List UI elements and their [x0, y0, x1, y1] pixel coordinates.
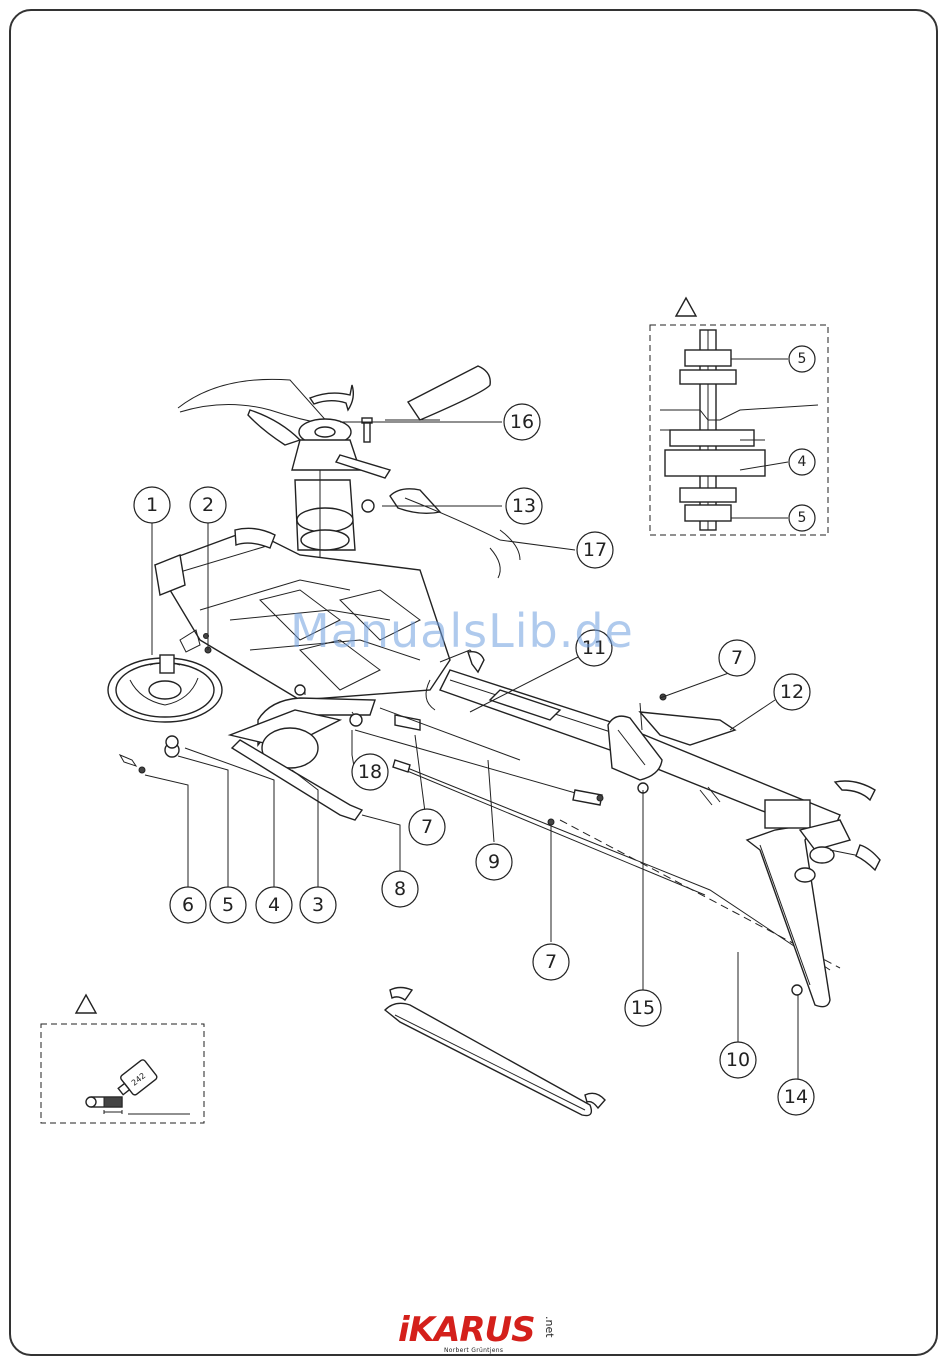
warning-triangle-icon [676, 298, 696, 316]
svg-text:7: 7 [731, 647, 743, 669]
svg-text:3: 3 [312, 894, 324, 916]
screw-7-lower [548, 819, 554, 825]
callout-9: 9 [476, 844, 512, 880]
warning-triangle-icon [76, 995, 96, 1013]
blade-holder-tool [385, 988, 605, 1116]
callout-2: 2 [190, 487, 226, 523]
svg-text:17: 17 [583, 539, 607, 561]
blade-holder-arrow-left-icon [390, 988, 412, 1001]
callout-12: 12 [774, 674, 810, 710]
callout-1: 1 [134, 487, 170, 523]
svg-text:1: 1 [146, 494, 158, 516]
callout-4: 4 [256, 887, 292, 923]
brand-logo[interactable]: iKARUS .net Norbert Grüntjens [398, 1310, 568, 1360]
inset-callout-5-top: 5 [789, 346, 815, 372]
tail-rotation-arrow-icon [835, 781, 875, 800]
rotation-arrow-icon [310, 385, 353, 410]
blade-grip-left [248, 410, 300, 445]
svg-text:5: 5 [798, 510, 807, 526]
callout-10: 10 [720, 1042, 756, 1078]
svg-text:16: 16 [510, 411, 534, 433]
callout-18: 18 [352, 754, 388, 790]
callout-14: 14 [778, 1079, 814, 1115]
svg-text:9: 9 [488, 851, 500, 873]
rotor-blade-right-tip [408, 366, 490, 420]
logo-text: iKARUS [398, 1310, 535, 1350]
svg-text:12: 12 [780, 681, 804, 703]
svg-text:2: 2 [202, 494, 214, 516]
svg-text:7: 7 [545, 951, 557, 973]
detail-inset-glue: 242 [41, 995, 204, 1123]
svg-text:10: 10 [726, 1049, 750, 1071]
callout-15: 15 [625, 990, 661, 1026]
callout-7-top: 7 [719, 640, 755, 676]
svg-text:4: 4 [798, 454, 807, 470]
svg-text:5: 5 [798, 351, 807, 367]
logo-suffix: .net [543, 1316, 556, 1338]
tail-gearbox [765, 800, 810, 828]
svg-text:15: 15 [631, 997, 655, 1019]
callout-6: 6 [170, 887, 206, 923]
svg-text:7: 7 [421, 816, 433, 838]
svg-text:13: 13 [512, 495, 536, 517]
svg-text:4: 4 [268, 894, 280, 916]
screw-6 [139, 767, 145, 773]
inset-callout-4: 4 [789, 449, 815, 475]
svg-text:18: 18 [358, 761, 382, 783]
callout-7-lower: 7 [533, 944, 569, 980]
callout-3: 3 [300, 887, 336, 923]
logo-subtitle: Norbert Grüntjens [444, 1347, 503, 1354]
callout-17: 17 [577, 532, 613, 568]
callout-7-middle: 7 [409, 809, 445, 845]
nut [362, 500, 374, 512]
svg-text:8: 8 [394, 878, 406, 900]
watermark: ManualsLib.de [290, 604, 634, 658]
callout-8: 8 [382, 871, 418, 907]
svg-text:14: 14 [784, 1086, 808, 1108]
callout-5: 5 [210, 887, 246, 923]
callout-13: 13 [506, 488, 542, 524]
svg-text:6: 6 [182, 894, 194, 916]
inset-callout-5-bottom: 5 [789, 505, 815, 531]
callout-16: 16 [504, 404, 540, 440]
svg-text:5: 5 [222, 894, 234, 916]
main-gear-pulley [108, 630, 222, 773]
